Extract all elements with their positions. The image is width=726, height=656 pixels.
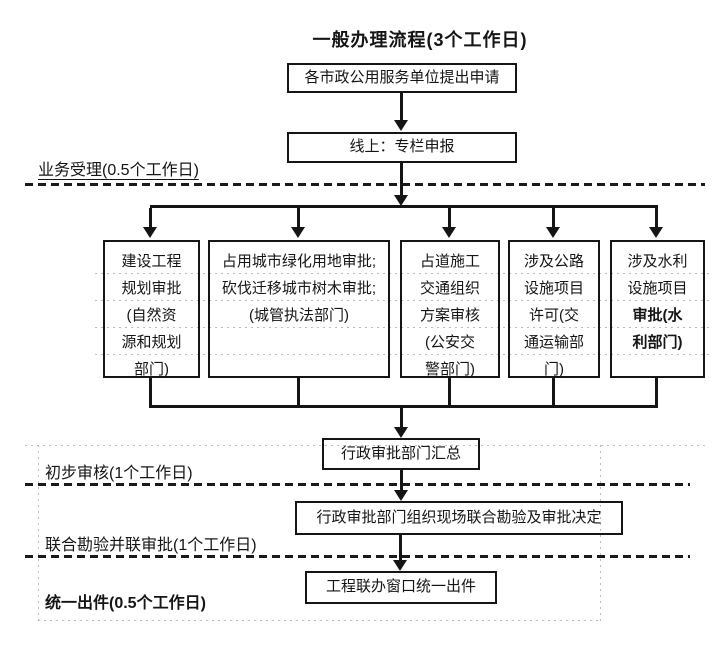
connector-line [399, 535, 402, 561]
arrowhead-down [546, 227, 560, 238]
connector-line [400, 470, 403, 491]
box-line: 门) [544, 361, 564, 378]
box-line: 许可(交 [529, 307, 579, 324]
box-line: 占用城市绿化用地审批; [221, 253, 377, 270]
box-line: 涉及水利 [627, 253, 688, 270]
connector-line [149, 208, 152, 228]
box-line: (公安交 [425, 334, 475, 351]
arrowhead-down [394, 490, 408, 501]
box-unified-output-label: 工程联办窗口统一出件 [325, 578, 476, 596]
connector-line [448, 378, 451, 407]
box-joint-inspection-label: 行政审批部门组织现场联合勘验及审批决定 [316, 508, 602, 526]
branch-merge-line [149, 405, 658, 408]
grid-line [95, 354, 710, 355]
stage-separator [25, 483, 690, 486]
box-line: 交通组织 [419, 280, 480, 297]
box-line: (城管执法部门) [249, 307, 349, 324]
box-line: (自然资 [126, 307, 177, 324]
connector-line [448, 208, 451, 228]
box-line: 涉及公路 [523, 253, 584, 270]
box-joint-inspection: 行政审批部门组织现场联合勘验及审批决定 [295, 501, 623, 535]
box-online-declare-label: 线上：专栏申报 [349, 138, 455, 156]
arrowhead-down [442, 227, 456, 238]
connector-line [400, 93, 403, 121]
box-summary-label: 行政审批部门汇总 [340, 444, 461, 462]
box-line: 规划审批 [121, 280, 182, 297]
box-line: 警部门) [425, 361, 475, 378]
box-line: 设施项目 [523, 280, 584, 297]
flowchart-title: 一般办理流程(3个工作日) [312, 30, 528, 50]
box-planning-approval: 建设工程 规划审批 (自然资 源和规划 部门) [103, 240, 200, 378]
connector-line [149, 378, 152, 407]
arrowhead-down [394, 427, 408, 438]
box-line: 占道施工 [419, 253, 480, 270]
box-highway-permit: 涉及公路 设施项目 许可(交 通运输部 门) [508, 240, 600, 378]
arrowhead-down [143, 227, 157, 238]
stage-label-preliminary-review: 初步审核(1个工作日) [45, 465, 193, 482]
box-traffic-plan-review: 占道施工 交通组织 方案审核 (公安交 警部门) [400, 240, 500, 378]
connector-line [655, 208, 658, 228]
grid-line [95, 327, 710, 328]
box-line: 建设工程 [121, 253, 182, 270]
grid-line [38, 445, 39, 621]
arrowhead-down [393, 560, 407, 571]
box-line: 部门) [134, 361, 169, 378]
connector-line [297, 378, 300, 407]
connector-line [297, 208, 300, 228]
box-line: 设施项目 [627, 280, 688, 297]
stage-separator [25, 555, 690, 558]
stage-separator [25, 183, 705, 186]
connector-line [400, 408, 403, 428]
box-online-declare: 线上：专栏申报 [287, 132, 517, 163]
grid-line [38, 620, 600, 621]
box-greening-approval: 占用城市绿化用地审批; 砍伐迁移城市树木审批; (城管执法部门) [208, 240, 390, 378]
stage-label-acceptance: 业务受理(0.5个工作日) [38, 162, 199, 179]
box-line: 通运输部 [523, 334, 584, 351]
stage-label-unified-output: 统一出件(0.5个工作日) [45, 595, 206, 612]
connector-line [552, 378, 555, 407]
box-unified-output: 工程联办窗口统一出件 [305, 571, 497, 604]
grid-line [25, 445, 705, 446]
box-apply-label: 各市政公用服务单位提出申请 [304, 68, 500, 86]
arrowhead-down [291, 227, 305, 238]
grid-line [95, 300, 710, 301]
connector-line [552, 208, 555, 228]
box-line: 利部门) [632, 334, 683, 351]
box-line: 砍伐迁移城市树木审批; [221, 280, 377, 297]
arrowhead-down [394, 195, 408, 206]
connector-line [400, 163, 403, 196]
branch-distribution-line [150, 205, 658, 208]
box-line: 源和规划 [121, 334, 182, 351]
stage-label-joint-inspection: 联合勘验并联审批(1个工作日) [45, 537, 257, 554]
box-line: 审批(水 [632, 307, 683, 324]
box-apply: 各市政公用服务单位提出申请 [287, 63, 517, 93]
grid-line [95, 273, 710, 274]
arrowhead-down [649, 227, 663, 238]
arrowhead-down [394, 120, 408, 131]
box-line: 方案审核 [419, 307, 480, 324]
box-summary: 行政审批部门汇总 [322, 438, 480, 470]
box-water-approval: 涉及水利 设施项目 审批(水 利部门) [610, 240, 705, 378]
connector-line [655, 378, 658, 407]
